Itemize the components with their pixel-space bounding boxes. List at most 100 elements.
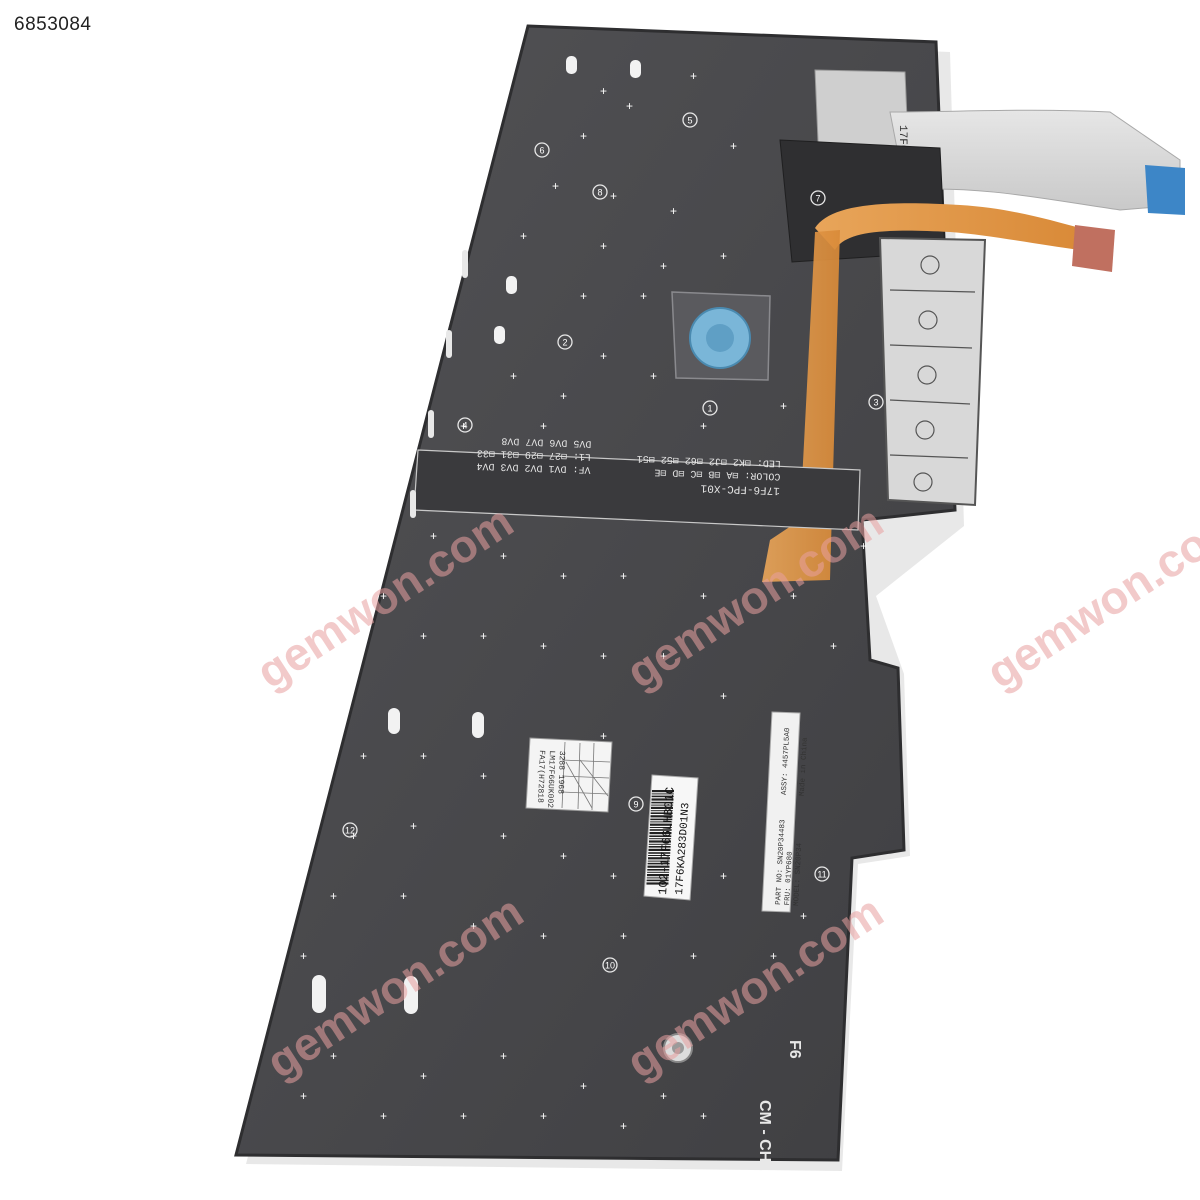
cross-marker: + — [690, 949, 697, 963]
barcode-bar — [651, 804, 674, 806]
cross-marker: + — [620, 569, 627, 583]
sticker-small: FA17(H72818 LM17F66UK002 3288 1968 — [525, 737, 613, 813]
screw-ring — [702, 400, 718, 416]
cross-marker: + — [480, 629, 487, 643]
barcode-bar — [650, 810, 673, 812]
cross-marker: + — [552, 179, 559, 193]
product-sku: 6853084 — [14, 14, 92, 35]
fpc-contacts — [1072, 225, 1115, 272]
barcode-bar — [646, 879, 669, 882]
cross-marker: + — [480, 769, 487, 783]
flex-label-led-right: L1: ⊟27 ⊟29 ⊟31 ⊟33 — [477, 446, 591, 461]
barcode-bar — [648, 848, 671, 851]
cross-marker: + — [600, 239, 607, 253]
screw-number: 12 — [345, 826, 355, 836]
barcode-bar — [648, 843, 671, 845]
cross-marker: + — [720, 869, 727, 883]
screw-number: 2 — [562, 338, 567, 348]
cross-marker: + — [600, 729, 607, 743]
mount-screw — [663, 1033, 693, 1063]
cross-marker: + — [500, 549, 507, 563]
part-sticker: PART NO: SN20P34483 FRU: 01YP680 MODEL: … — [761, 711, 810, 913]
cross-marker: + — [600, 649, 607, 663]
screw-number: 7 — [815, 194, 820, 204]
barcode-bar — [647, 862, 670, 865]
barcode-bar — [648, 855, 671, 856]
cross-marker: + — [380, 589, 387, 603]
clip-slot — [312, 975, 326, 1013]
cross-marker: + — [540, 929, 547, 943]
cross-marker: + — [360, 749, 367, 763]
cross-marker: + — [460, 1109, 467, 1123]
screw-ring — [682, 112, 698, 128]
cross-marker: + — [800, 909, 807, 923]
cross-marker: + — [790, 589, 797, 603]
barcode-bar — [647, 857, 670, 860]
cross-marker: + — [660, 259, 667, 273]
screw-number: 8 — [597, 188, 602, 198]
cross-marker: + — [300, 789, 307, 803]
cross-marker: + — [720, 249, 727, 263]
cross-markers: + + + + + + + + + + + + + + + + + + + + + + + + + + + + + + + + + + + + + + + +… — [230, 69, 867, 1133]
cross-marker: + — [430, 529, 437, 543]
cross-marker: + — [660, 1089, 667, 1103]
sticker-small-line-3: 3288 1968 — [555, 751, 566, 795]
cross-marker: + — [620, 929, 627, 943]
barcode-label: 102-17F66LHB01C 17F6KA283D01N3 — [643, 774, 699, 901]
barcode-bar — [646, 874, 669, 877]
barcode-bar — [649, 838, 672, 840]
clip-slot — [404, 976, 418, 1014]
cross-marker: + — [500, 829, 507, 843]
screw-ring — [592, 184, 608, 200]
cross-marker: + — [330, 1049, 337, 1063]
barcode-bar — [651, 793, 674, 795]
edge-tabs — [410, 250, 468, 518]
layout-code-cm-ch: CM - CH — [756, 1100, 773, 1162]
cross-marker: + — [330, 889, 337, 903]
barcode-bar — [649, 823, 672, 826]
barcode-bar — [650, 812, 673, 814]
barcode-bar — [647, 860, 670, 862]
cross-marker: + — [560, 389, 567, 403]
cross-marker: + — [690, 69, 697, 83]
cross-marker: + — [580, 289, 587, 303]
barcode-bar — [647, 869, 670, 871]
barcode-bar — [648, 840, 671, 843]
barcode-bar — [650, 818, 673, 821]
clip-slot — [506, 276, 517, 294]
cross-marker: + — [380, 529, 387, 543]
cross-marker: + — [730, 139, 737, 153]
barcode-bar — [652, 790, 674, 793]
cross-marker: + — [470, 919, 477, 933]
cross-marker: + — [540, 419, 547, 433]
trackpoint-mount — [671, 291, 771, 381]
sticker-small-line-2: LM17F66UK002 — [545, 750, 556, 808]
clip-slot — [630, 60, 641, 78]
cross-marker: + — [560, 849, 567, 863]
cross-marker: + — [610, 869, 617, 883]
part-line-3: MODEL: SN20P34 — [793, 842, 804, 906]
cross-marker: + — [580, 129, 587, 143]
cross-marker: + — [580, 1079, 587, 1093]
cross-marker: + — [860, 539, 867, 553]
part-line-4: ASSY: 4457PL5A0 — [781, 727, 793, 795]
screw-ring — [868, 394, 884, 410]
cross-marker: + — [540, 1109, 547, 1123]
cross-marker: + — [700, 589, 707, 603]
barcode-bar — [650, 806, 673, 809]
barcode-bar — [646, 882, 669, 885]
barcode-bar — [649, 835, 672, 837]
clip-slots — [312, 56, 641, 1014]
screw-ring — [602, 957, 618, 973]
cross-marker: + — [770, 949, 777, 963]
screw-number: 4 — [462, 421, 467, 431]
barcode-bar — [649, 827, 672, 828]
cross-marker: + — [640, 289, 647, 303]
layout-code-f6: F6 — [786, 1040, 803, 1059]
cross-marker: + — [600, 349, 607, 363]
barcode-bar — [650, 821, 673, 823]
cross-marker: + — [670, 204, 677, 218]
barcode-bar — [647, 865, 670, 868]
barcode-bar — [646, 877, 669, 879]
